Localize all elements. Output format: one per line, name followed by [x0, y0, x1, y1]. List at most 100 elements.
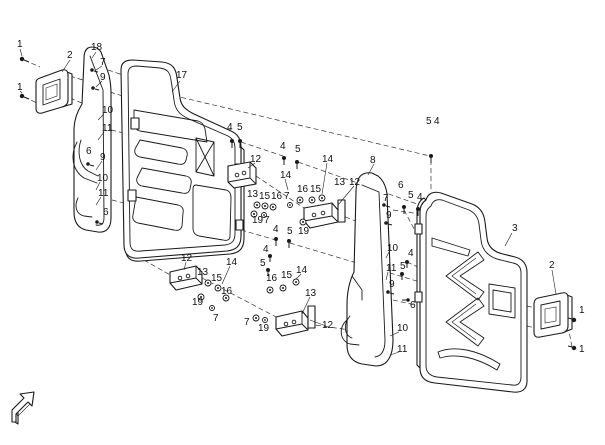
leader-line	[385, 251, 390, 259]
screw	[266, 268, 270, 276]
leader-line	[95, 65, 103, 71]
callout-number: 15	[259, 191, 271, 202]
callout-number: 19	[298, 226, 310, 237]
callout-number: 15	[281, 270, 293, 281]
hinge-strip-ridge	[351, 275, 363, 301]
callout-number: 19	[192, 297, 204, 308]
hinge-knuckle	[414, 223, 423, 235]
door-handle-grip	[75, 197, 93, 218]
bracket-hole	[283, 321, 289, 327]
panel-chevron-cutout	[445, 297, 485, 347]
hinge-knuckle	[235, 219, 244, 231]
panel-mount-window	[195, 137, 215, 177]
bracket-plate	[303, 202, 339, 229]
callout-number: 3	[512, 223, 518, 234]
dashed-line	[526, 325, 536, 329]
callout-number: 2	[67, 50, 73, 61]
dashed-line	[240, 229, 277, 241]
panel-latch-window	[488, 283, 516, 319]
callout-number: 13	[247, 189, 259, 200]
callout-number: 17	[176, 70, 188, 81]
hinge-bracket-upper-left	[227, 161, 257, 189]
washer	[308, 196, 316, 204]
screw	[402, 205, 406, 214]
washer	[269, 203, 277, 211]
bracket-hole	[311, 212, 317, 218]
leader-line	[504, 232, 513, 247]
dashed-line	[110, 129, 129, 135]
leader-line	[295, 273, 302, 280]
dashed-line	[107, 69, 127, 77]
callout-number: 5	[237, 122, 243, 133]
washer	[252, 314, 260, 322]
callout-number: 6	[86, 146, 92, 157]
latch-opening	[42, 78, 61, 106]
right-hinge-strip	[340, 172, 394, 367]
callout-number: 6	[398, 180, 404, 191]
bracket-hole	[177, 275, 183, 281]
screw	[384, 221, 393, 226]
callout-number: 5	[295, 144, 301, 155]
leader-line	[337, 185, 355, 206]
bracket-fold	[275, 310, 309, 331]
screw	[282, 156, 286, 165]
screw	[95, 220, 104, 225]
dashed-line	[111, 199, 129, 205]
callout-number: 9	[100, 72, 106, 83]
hinge-bracket-lower-left	[169, 265, 203, 291]
washer	[262, 317, 268, 323]
leader-line	[19, 90, 23, 94]
washers-and-bushings	[197, 194, 326, 323]
leader-line	[247, 162, 256, 169]
callout-number: 7	[213, 313, 219, 324]
callout-number: 16	[266, 273, 278, 284]
panel-thickness	[416, 197, 427, 369]
right-door-latch	[533, 292, 573, 338]
bracket-hole	[185, 273, 191, 279]
panel-inner-rim	[127, 65, 236, 252]
screw	[274, 237, 278, 246]
dashed-line	[526, 305, 537, 309]
callout-number: 14	[280, 170, 292, 181]
callout-number: 9	[389, 279, 395, 290]
left-door-panel	[120, 59, 245, 262]
leader-line	[301, 296, 311, 315]
dashed-line	[201, 277, 279, 319]
right-door-panel	[414, 191, 528, 393]
callout-number: 7	[264, 215, 270, 226]
screw	[19, 56, 30, 63]
screw	[268, 254, 272, 262]
washer	[296, 196, 304, 204]
callout-leader-lines	[19, 48, 557, 356]
callout-number: 13	[197, 267, 209, 278]
callout-number: 16	[271, 191, 283, 202]
callout-number: 7	[100, 57, 106, 68]
callout-number: 5	[408, 190, 414, 201]
bracket-fold	[169, 265, 203, 285]
panel-slot	[132, 196, 184, 231]
callout-number: 9	[100, 152, 106, 163]
leader-line	[171, 80, 181, 93]
hinge-mount-pad	[130, 117, 140, 130]
callout-number: 1	[17, 82, 23, 93]
hinge-strip-edge	[89, 55, 105, 226]
callout-number: 4	[263, 244, 269, 255]
door-handle-rod	[72, 139, 99, 184]
callout-number: 14	[226, 257, 238, 268]
callout-number: 4	[227, 122, 233, 133]
leader-line	[91, 51, 97, 59]
screw	[91, 86, 100, 91]
callout-number: 7	[383, 193, 389, 204]
callout-number: 10	[102, 105, 114, 116]
screw	[230, 139, 234, 148]
screw	[86, 162, 95, 167]
screw	[400, 272, 404, 280]
callout-number: 1	[17, 39, 23, 50]
left-hinge-strip	[72, 46, 112, 233]
leader-line	[95, 80, 103, 88]
washer	[318, 194, 326, 202]
panel-chevron-cutout	[445, 251, 485, 301]
callout-number: 13	[305, 288, 317, 299]
washer	[261, 212, 267, 218]
arrow-detail	[15, 401, 31, 417]
